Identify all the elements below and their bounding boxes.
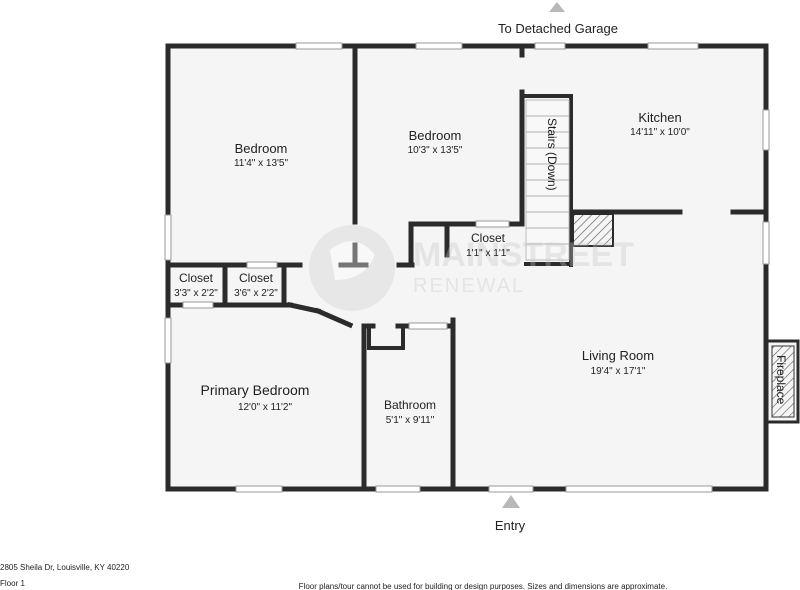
- address-text: 2805 Sheila Dr, Louisville, KY 40220: [0, 563, 130, 572]
- room-dims: 3'3" x 2'2": [174, 288, 218, 299]
- room-dims: 1'1" x 1'1": [466, 248, 510, 259]
- watermark-line2: RENEWAL: [413, 275, 525, 297]
- room-name: Closet: [239, 271, 274, 285]
- entry-label: Entry: [495, 518, 526, 533]
- room-dims: 3'6" x 2'2": [234, 288, 278, 299]
- stairs: [525, 99, 570, 261]
- garage-label: To Detached Garage: [498, 21, 618, 36]
- room-dims: 12'0" x 11'2": [238, 402, 293, 413]
- room-dims: 11'4" x 13'5": [234, 158, 289, 169]
- garage-arrow-icon: [549, 2, 565, 12]
- stairs-label: Stairs (Down): [545, 118, 559, 191]
- room-dims: 14'11" x 10'0": [630, 127, 690, 138]
- room-dims: 5'1" x 9'11": [386, 415, 435, 426]
- room-dims: 19'4" x 17'1": [591, 366, 646, 377]
- floor-text: Floor 1: [0, 579, 25, 588]
- watermark: MAINSTREET RENEWAL: [309, 225, 634, 311]
- room-name: Closet: [471, 231, 506, 245]
- watermark-line1: MAINSTREET: [413, 236, 634, 274]
- hatched-block: [572, 213, 614, 247]
- fireplace: [764, 339, 800, 424]
- entry-arrow-icon: [502, 495, 520, 508]
- disclaimer-text: Floor plans/tour cannot be used for buil…: [299, 582, 668, 590]
- windows: [164, 42, 770, 493]
- room-name: Primary Bedroom: [201, 382, 310, 398]
- room-name: Bedroom: [409, 128, 462, 143]
- room-dims: 10'3" x 13'5": [408, 145, 463, 156]
- room-name: Bedroom: [235, 141, 288, 156]
- room-name: Closet: [179, 271, 214, 285]
- room-name: Living Room: [582, 348, 654, 363]
- room-name: Kitchen: [638, 110, 681, 125]
- fireplace-label: Fireplace: [774, 355, 788, 405]
- room-name: Bathroom: [384, 398, 436, 412]
